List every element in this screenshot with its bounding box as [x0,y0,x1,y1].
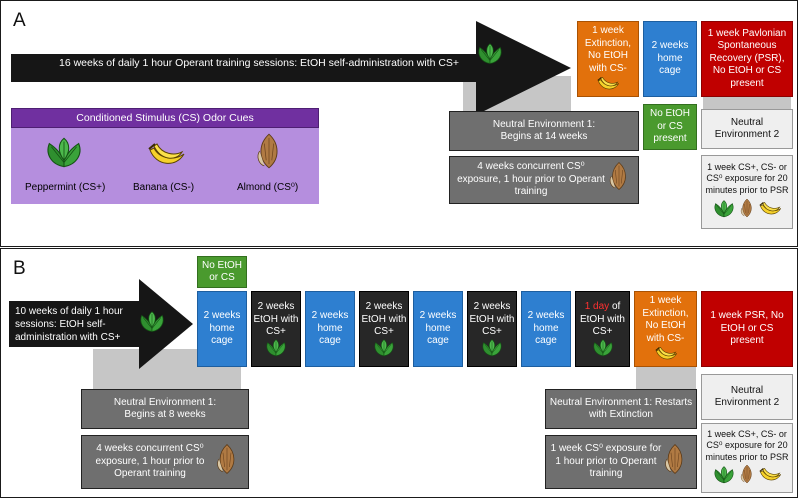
mint-leaf-icon [264,339,288,357]
cs0-week-text: 1 week CS⁰ exposure for 1 hour prior to … [550,443,662,480]
cs0-exposure-box: 4 weeks concurrent CS⁰ exposure, 1 hour … [449,156,639,204]
banana-icon [145,140,187,170]
home-cage-box-3: 2 weeks home cage [413,291,463,367]
cs0-exposure-text: 4 weeks concurrent CS⁰ exposure, 1 hour … [457,161,605,198]
neutral-env-2-text: Neutral Environment 2 [714,116,780,141]
almond-icon [607,161,631,191]
home-cage-text: 2 weeks home cage [419,310,457,347]
mint-leaf-icon [372,339,396,357]
almond-icon [739,198,755,218]
panel-a-label: A [13,10,26,31]
almond-icon [215,443,239,475]
home-cage-box: 2 weeks home cage [643,21,697,97]
panel-b-label: B [13,258,26,279]
panel-a: A 16 weeks of daily 1 hour Operant train… [0,0,798,247]
neutral-restart-box: Neutral Environment 1: Restarts with Ext… [545,389,697,429]
neutral-env-1-text: Neutral Environment 1: Begins at 14 week… [492,118,596,143]
home-cage-text: 2 weeks home cage [311,310,349,347]
no-etoh-box: No EtOH or CS present [643,104,697,150]
operant-training-arrow [9,279,193,369]
etoh-text: 2 weeks EtOH with CS+ [361,301,407,338]
home-cage-text: 2 weeks home cage [527,310,565,347]
mint-leaf-icon [475,43,505,65]
etoh-box-2: 2 weeks EtOH with CS+ [359,291,409,367]
extinction-box: 1 week Extinction, No EtOH with CS- [634,291,697,367]
one-day-highlight: 1 day [584,301,610,313]
almond-icon [739,464,755,484]
etoh-box-3: 2 weeks EtOH with CS+ [467,291,517,367]
final-exposure-box: 1 week CS+, CS- or CS⁰ exposure for 20 m… [701,155,793,229]
banana-icon [758,200,782,218]
mint-leaf-icon [591,339,615,357]
panel-b: B 10 weeks of daily 1 hour sessions: EtO… [0,248,798,498]
psr-text: 1 week PSR, No EtOH or CS present [710,310,784,347]
psr-box: 1 week PSR, No EtOH or CS present [701,291,793,367]
home-cage-box-2: 2 weeks home cage [305,291,355,367]
extinction-box: 1 week Extinction, No EtOH with CS- [577,21,639,97]
neutral-env-1-box: Neutral Environment 1: Begins at 14 week… [449,111,639,151]
mint-leaf-icon [712,466,736,484]
etoh-text: 2 weeks EtOH with CS+ [469,301,515,338]
operant-training-arrow-text: 10 weeks of daily 1 hour sessions: EtOH … [15,306,123,343]
mint-leaf-icon [137,311,167,333]
legend-peppermint: Peppermint (CS+) [25,182,106,193]
final-exposure-text: 1 week CS+, CS- or CS⁰ exposure for 20 m… [705,429,789,462]
mint-leaf-icon [712,200,736,218]
neutral-env-2-shadow [703,97,791,109]
etoh-text: 2 weeks EtOH with CS+ [253,301,299,338]
neutral-restart-text: Neutral Environment 1: Restarts with Ext… [549,396,693,421]
final-exposure-text: 1 week CS+, CS- or CS⁰ exposure for 20 m… [705,162,789,195]
one-day-etoh-box: 1 day of EtOH with CS+ [575,291,630,367]
legend-banana: Banana (CS-) [133,182,195,193]
final-exposure-box: 1 week CS+, CS- or CS⁰ exposure for 20 m… [701,423,793,493]
no-etoh-text: No EtOH or CS [201,259,242,284]
operant-training-arrow-text: 16 weeks of daily 1 hour Operant trainin… [59,57,460,69]
etoh-box-1: 2 weeks EtOH with CS+ [251,291,301,367]
home-cage-box-1: 2 weeks home cage [197,291,247,367]
one-day-text: of EtOH with CS+ [579,301,625,338]
neutral-env-1-box: Neutral Environment 1: Begins at 8 weeks [81,389,249,429]
extinction-text: 1 week Extinction, No EtOH with CS- [584,25,632,74]
banana-icon [653,345,679,363]
home-cage-box-4: 2 weeks home cage [521,291,571,367]
neutral-env-2-box: Neutral Environment 2 [701,109,793,149]
almond-icon [663,443,687,475]
neutral-env-2-text: Neutral Environment 2 [714,384,780,409]
banana-icon [758,466,782,484]
legend-almond: Almond (CS⁰) [237,182,299,193]
banana-icon [595,75,621,93]
extinction-text: 1 week Extinction, No EtOH with CS- [642,295,689,344]
mint-leaf-icon [43,136,85,170]
no-etoh-box: No EtOH or CS [197,256,247,288]
mint-leaf-icon [480,339,504,357]
cs0-exposure-text: 4 weeks concurrent CS⁰ exposure, 1 hour … [95,443,205,480]
psr-text: 1 week Pavlonian Spontaneous Recovery (P… [707,27,787,89]
home-cage-text: 2 weeks home cage [203,310,241,347]
neutral-env-2-box: Neutral Environment 2 [701,374,793,420]
neutral-env-1-text: Neutral Environment 1: Begins at 8 weeks [113,396,217,421]
legend-title: Conditioned Stimulus (CS) Odor Cues [11,108,319,128]
operant-training-arrow [11,21,571,115]
psr-box: 1 week Pavlonian Spontaneous Recovery (P… [701,21,793,97]
home-cage-text: 2 weeks home cage [651,40,689,77]
almond-icon [255,132,283,170]
no-etoh-text: No EtOH or CS present [649,108,690,145]
odor-cue-legend: Conditioned Stimulus (CS) Odor Cues Pepp… [11,108,319,204]
